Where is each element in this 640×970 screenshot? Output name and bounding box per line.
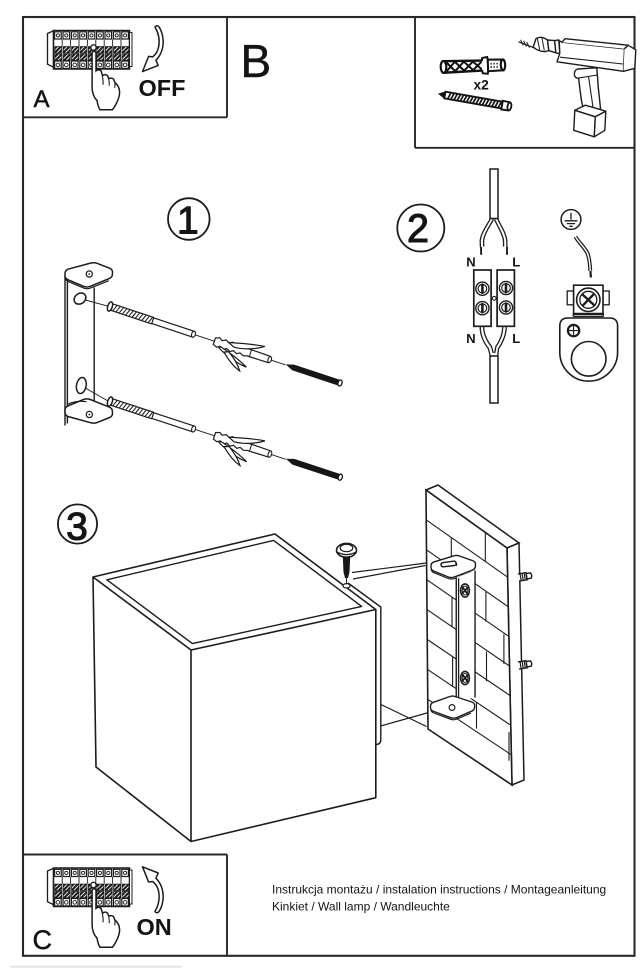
svg-text:2: 2 <box>407 207 429 251</box>
svg-text:A: A <box>34 86 50 113</box>
svg-text:Instrukcja montażu / instalati: Instrukcja montażu / instalation instruc… <box>272 883 606 897</box>
svg-text:L: L <box>512 331 520 346</box>
svg-text:1: 1 <box>177 199 199 242</box>
svg-text:ON: ON <box>137 914 172 940</box>
svg-text:Kinkiet / Wall lamp / Wandleuc: Kinkiet / Wall lamp / Wandleuchte <box>272 900 450 914</box>
svg-text:C: C <box>33 925 53 955</box>
svg-text:3: 3 <box>66 505 88 548</box>
svg-text:B: B <box>241 35 272 87</box>
svg-text:N: N <box>466 331 475 346</box>
svg-text:x2: x2 <box>474 78 490 93</box>
svg-text:N: N <box>466 255 475 270</box>
svg-text:OFF: OFF <box>139 75 186 101</box>
svg-text:L: L <box>512 255 520 270</box>
